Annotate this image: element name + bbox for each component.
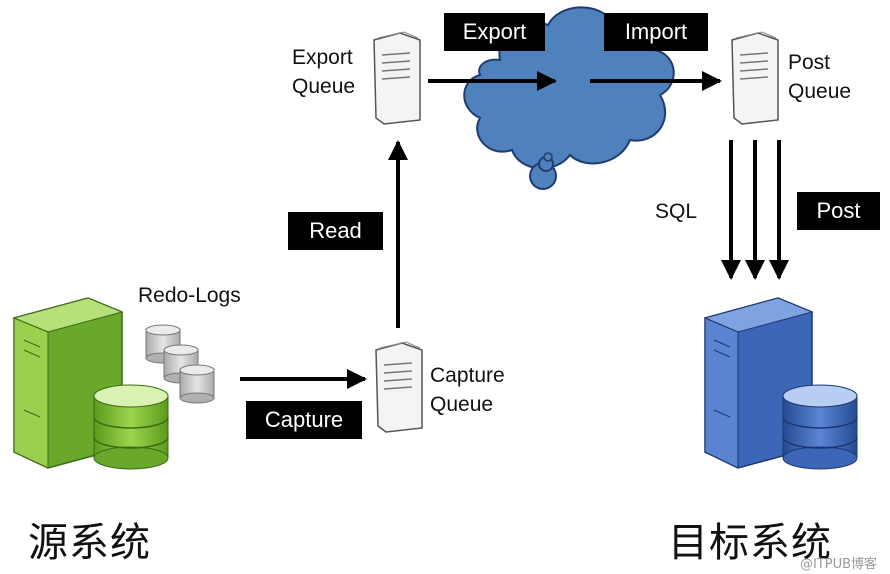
capture-queue-document-icon [375,341,423,433]
export-queue-label-line2: Queue [292,75,356,98]
sql-label: SQL [655,200,698,223]
post-queue-label-line2: Queue [788,80,852,103]
source-system-caption: 源系统 [28,520,151,566]
redo-logs-label: Redo-Logs [138,284,241,307]
redo-log-cylinder-icon [179,364,215,404]
watermark: @ITPUB博客 [800,557,878,572]
capture-queue-label-line2: Queue [430,393,494,416]
capture-queue-label-line1: Capture [430,364,505,387]
post-queue-document-icon [731,31,779,125]
source-database-icon [93,384,169,470]
target-database-icon [782,384,858,470]
export-queue-label-line1: Export [292,46,353,69]
export-queue-document-icon [373,31,421,125]
capture-tag: Capture [246,401,362,439]
export-tag: Export [444,13,545,51]
read-tag: Read [288,212,383,250]
post-tag: Post [797,192,880,230]
import-tag: Import [604,13,708,51]
post-queue-label-line1: Post [788,51,831,74]
target-system-caption: 目标系统 [668,520,832,566]
